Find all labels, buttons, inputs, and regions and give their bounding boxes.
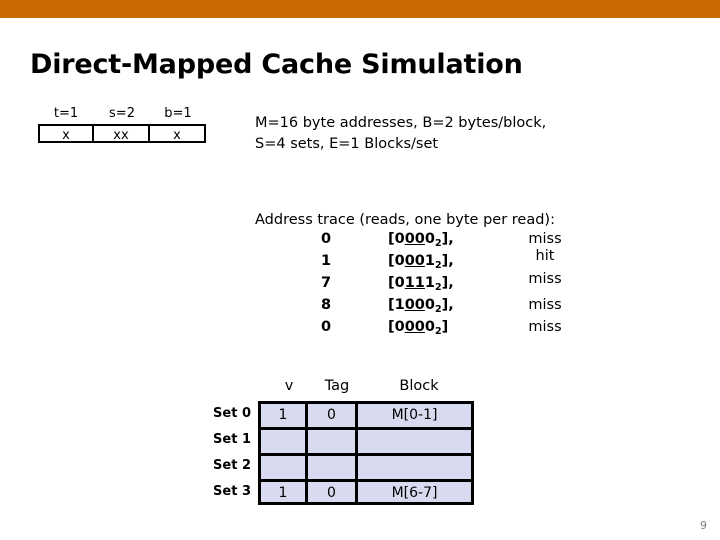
trace-binary-address: [00012], bbox=[388, 253, 484, 271]
address-field-diagram: t=1 s=2 b=1 x xx x bbox=[38, 106, 206, 143]
cache-cell-valid bbox=[261, 430, 308, 453]
cache-set-row: Set 1 bbox=[206, 427, 476, 453]
trace-result: hit bbox=[535, 248, 555, 264]
trace-binary-bracket-close: ], bbox=[441, 297, 454, 313]
top-accent-band bbox=[0, 0, 720, 18]
cache-cell-tag: 0 bbox=[308, 404, 358, 427]
address-field-headers: t=1 s=2 b=1 bbox=[38, 106, 206, 124]
address-trace-row: 0[00002],miss bbox=[255, 231, 600, 253]
cache-parameters-line-1: M=16 byte addresses, B=2 bytes/block, bbox=[255, 115, 547, 131]
address-trace-row: 7[01112],miss bbox=[255, 271, 600, 297]
cache-set-cells bbox=[258, 453, 474, 479]
trace-binary-prefix: [0 bbox=[388, 231, 405, 247]
trace-binary-base-subscript: 2 bbox=[435, 260, 442, 271]
trace-decimal-address: 1 bbox=[320, 253, 332, 269]
trace-binary-suffix: 0 bbox=[424, 231, 435, 247]
trace-binary-address: [10002], bbox=[388, 297, 484, 315]
cache-cell-block bbox=[358, 430, 471, 453]
address-trace-block: Address trace (reads, one byte per read)… bbox=[255, 212, 600, 341]
cache-header-valid: v bbox=[284, 378, 294, 394]
address-trace-row: 8[10002],miss bbox=[255, 297, 600, 319]
trace-result: miss bbox=[528, 231, 562, 247]
trace-binary-prefix: [0 bbox=[388, 253, 405, 269]
trace-binary-suffix: 1 bbox=[424, 253, 435, 269]
trace-result: miss bbox=[528, 319, 562, 335]
trace-decimal-address: 8 bbox=[320, 297, 332, 313]
address-field-cell-tag: x bbox=[38, 124, 94, 143]
address-field-header-tag: t=1 bbox=[53, 106, 79, 121]
cache-set-label: Set 1 bbox=[213, 432, 251, 447]
address-field-cell-set: xx bbox=[94, 124, 150, 143]
trace-binary-suffix: 0 bbox=[424, 319, 435, 335]
trace-binary-set-bits: 00 bbox=[404, 319, 425, 335]
trace-decimal-address: 7 bbox=[320, 275, 332, 291]
trace-decimal-address: 0 bbox=[320, 319, 332, 335]
address-trace-row: 1[00012],hit bbox=[255, 248, 600, 275]
trace-binary-prefix: [0 bbox=[388, 275, 405, 291]
trace-binary-bracket-close: ], bbox=[441, 253, 454, 269]
trace-binary-address: [01112], bbox=[388, 275, 484, 293]
trace-binary-address: [00002], bbox=[388, 231, 484, 249]
trace-binary-address: [00002] bbox=[388, 319, 484, 337]
page-title: Direct-Mapped Cache Simulation bbox=[30, 49, 523, 80]
trace-binary-set-bits: 00 bbox=[404, 297, 425, 313]
trace-binary-bracket-close: ], bbox=[441, 231, 454, 247]
trace-binary-base-subscript: 2 bbox=[435, 304, 442, 315]
address-trace-row: 0[00002]miss bbox=[255, 319, 600, 341]
cache-header-tag: Tag bbox=[324, 378, 350, 394]
cache-set-row: Set 2 bbox=[206, 453, 476, 479]
trace-binary-set-bits: 11 bbox=[404, 275, 425, 291]
trace-binary-base-subscript: 2 bbox=[435, 238, 442, 249]
trace-binary-suffix: 1 bbox=[424, 275, 435, 291]
cache-cell-tag: 0 bbox=[308, 482, 358, 502]
trace-binary-base-subscript: 2 bbox=[435, 282, 442, 293]
trace-binary-suffix: 0 bbox=[424, 297, 435, 313]
trace-binary-bracket-close: ] bbox=[441, 319, 449, 335]
cache-set-label: Set 0 bbox=[213, 406, 251, 421]
address-field-cell-block: x bbox=[150, 124, 206, 143]
address-trace-heading: Address trace (reads, one byte per read)… bbox=[255, 212, 555, 228]
address-field-header-set: s=2 bbox=[109, 106, 135, 121]
cache-cell-valid: 1 bbox=[261, 482, 308, 502]
trace-binary-bracket-close: ], bbox=[441, 275, 454, 291]
cache-parameters: M=16 byte addresses, B=2 bytes/block, S=… bbox=[255, 113, 595, 155]
cache-cell-block: M[6-7] bbox=[358, 482, 471, 502]
cache-cell-valid: 1 bbox=[261, 404, 308, 427]
address-field-cells: x xx x bbox=[38, 124, 206, 143]
cache-parameters-line-2: S=4 sets, E=1 Blocks/set bbox=[255, 136, 439, 152]
cache-column-headers: v Tag Block bbox=[206, 378, 476, 398]
trace-binary-set-bits: 00 bbox=[404, 231, 425, 247]
trace-binary-set-bits: 00 bbox=[404, 253, 425, 269]
cache-cell-tag bbox=[308, 456, 358, 479]
cache-cell-valid bbox=[261, 456, 308, 479]
cache-header-block: Block bbox=[399, 378, 439, 394]
cache-cell-tag bbox=[308, 430, 358, 453]
cache-set-cells bbox=[258, 427, 474, 453]
cache-cell-block: M[0-1] bbox=[358, 404, 471, 427]
cache-set-label: Set 3 bbox=[213, 484, 251, 499]
page-number: 9 bbox=[700, 519, 707, 532]
address-field-header-block: b=1 bbox=[164, 106, 192, 121]
cache-set-label: Set 2 bbox=[213, 458, 251, 473]
trace-result: miss bbox=[528, 271, 562, 287]
trace-binary-prefix: [0 bbox=[388, 319, 405, 335]
cache-cell-block bbox=[358, 456, 471, 479]
trace-result: miss bbox=[528, 297, 562, 313]
trace-binary-prefix: [1 bbox=[388, 297, 405, 313]
trace-binary-base-subscript: 2 bbox=[435, 326, 442, 337]
trace-decimal-address: 0 bbox=[320, 231, 332, 247]
